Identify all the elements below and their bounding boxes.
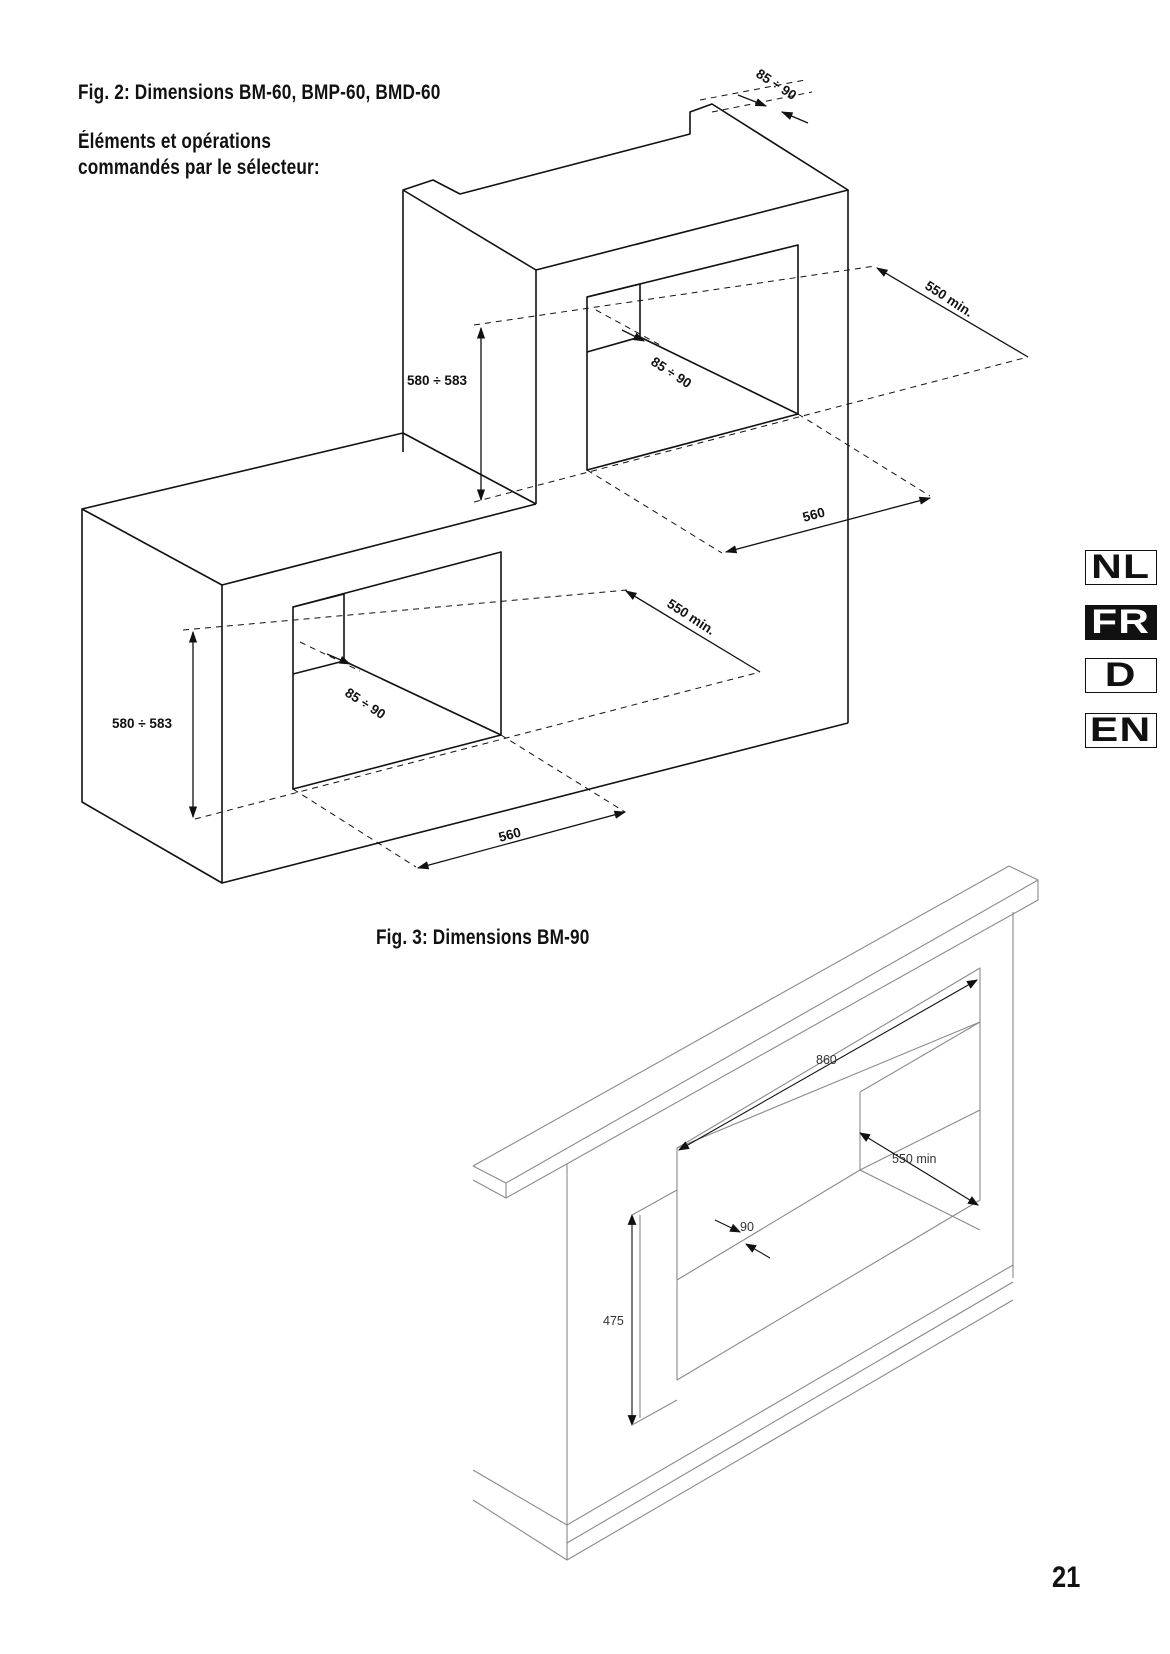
dim-lower-depth-label: 550 min. [664, 596, 717, 638]
tower-top-outline [402, 103, 849, 504]
dim-lower-recess-line [326, 653, 352, 665]
language-tab-label: D [1105, 656, 1137, 694]
dim-fig3-width-label: 860 [816, 1053, 837, 1067]
dim-lower-recess-label: 85 ÷ 90 [342, 685, 388, 722]
dim-fig3-recess-line [714, 1219, 741, 1233]
language-tab-fr[interactable]: FR [1085, 605, 1157, 640]
language-tab-label: FR [1091, 603, 1151, 641]
dim-lower-width-label: 560 [497, 825, 523, 845]
page-number: 21 [1052, 1561, 1081, 1594]
upper-niche-inner [586, 283, 641, 353]
lower-niche-inner [292, 593, 345, 675]
fig2-subtitle-line1: Éléments et opérations [78, 130, 272, 153]
dim-fig3-width-line [678, 979, 978, 1151]
language-tab-d[interactable]: D [1085, 658, 1157, 693]
dim-fig3-depth-label: 550 min [892, 1152, 937, 1166]
worktop [472, 865, 1039, 1199]
dim-upper-width-line [724, 496, 932, 554]
lower-body-outline [81, 432, 849, 884]
dim-fig3-height-label: 475 [603, 1314, 624, 1328]
language-tab-label: EN [1090, 711, 1152, 749]
dim-top-gap-label: 85 ÷ 90 [753, 66, 799, 103]
fig3-niche-frame [676, 967, 981, 1381]
upper-niche-frame [586, 244, 799, 471]
dim-top-gap-line [737, 94, 768, 107]
language-tab-nl[interactable]: NL [1085, 550, 1157, 585]
fig3-cabinet [472, 865, 1039, 1561]
lower-niche-frame [292, 551, 502, 790]
dim-upper-depth-line [875, 267, 1029, 358]
dim-fig3-recess-label: 90 [740, 1220, 754, 1234]
fig2-construction-lines [182, 79, 1029, 868]
fig2-dimension-lines [188, 94, 1029, 870]
dim-upper-height-label: 580 ÷ 583 [407, 373, 467, 388]
dim-upper-recess-line [621, 329, 646, 342]
fig2-subtitle-line2: commandés par le sélecteur: [78, 156, 320, 179]
dim-fig3-depth-line [859, 1132, 979, 1206]
dim-upper-width-label: 560 [801, 505, 827, 525]
language-tab-en[interactable]: EN [1085, 713, 1157, 748]
dim-lower-depth-line [624, 590, 761, 673]
fig2-title: Fig. 2: Dimensions BM-60, BMP-60, BMD-60 [78, 81, 441, 104]
language-tab-label: NL [1091, 548, 1151, 586]
lower-top-front [81, 503, 537, 586]
fig3-title: Fig. 3: Dimensions BM-90 [376, 926, 590, 949]
dim-lower-height-label: 580 ÷ 583 [112, 716, 172, 731]
dim-lower-width-line [416, 810, 627, 870]
tower-top-diagonal [402, 189, 537, 271]
fig2-cabinet [81, 103, 849, 884]
fig3-dimension-lines [627, 979, 979, 1427]
